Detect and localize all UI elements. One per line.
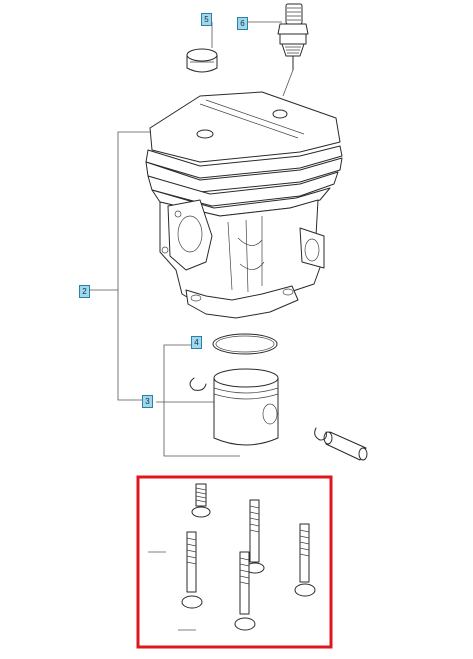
bolt-center-top — [245, 499, 265, 574]
callout-4[interactable]: 4 — [191, 336, 202, 349]
bolt-leader-lines — [148, 551, 196, 631]
gasket-ring — [212, 333, 278, 355]
bolt-right — [294, 523, 316, 597]
piston-assembly — [189, 368, 368, 461]
bolt-left — [181, 531, 203, 609]
callout-2[interactable]: 2 — [79, 285, 90, 298]
plug-cap — [186, 48, 218, 73]
cylinder — [145, 91, 343, 319]
callout-3[interactable]: 3 — [142, 395, 153, 408]
bolt-center-bottom — [234, 551, 256, 631]
callout-5[interactable]: 5 — [201, 13, 212, 26]
bolt-short — [191, 483, 211, 518]
callout-6[interactable]: 6 — [237, 17, 248, 30]
spark-plug — [277, 3, 309, 97]
assembly-bracket-lines — [90, 21, 282, 457]
highlight-box — [136, 475, 333, 649]
